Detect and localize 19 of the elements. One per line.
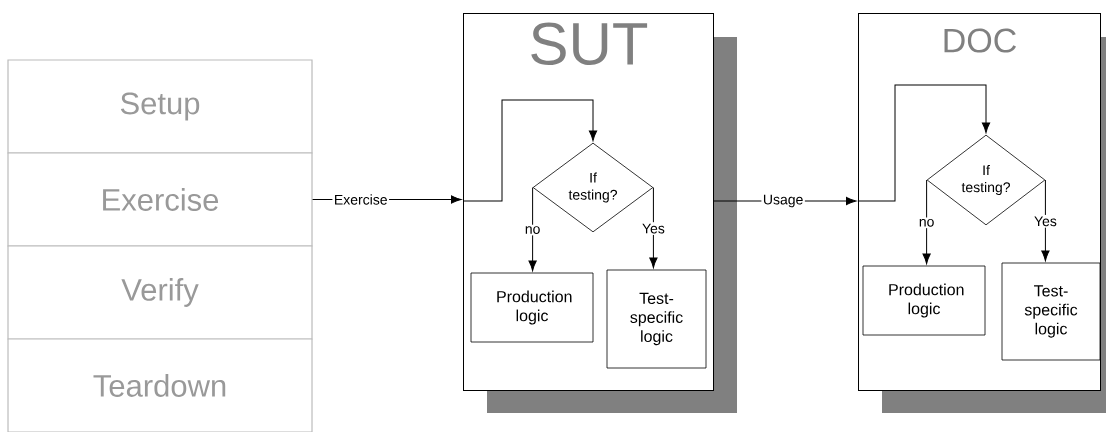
- phase-cell: Exercise: [7, 152, 313, 247]
- phase-cell: Teardown: [7, 338, 313, 432]
- edge-label: no: [917, 217, 936, 229]
- arrow: [462, 99, 598, 202]
- arrow: [1041, 179, 1050, 262]
- arrow: [857, 84, 991, 202]
- process-box: Test-specific logic: [1001, 262, 1101, 361]
- phase-cell: Verify: [7, 245, 313, 340]
- edge-label: Yes: [640, 222, 667, 235]
- process-box: Production logic: [862, 265, 986, 336]
- edge-label: no: [523, 224, 542, 236]
- phase-cell: Setup: [7, 59, 313, 154]
- process-box: Test-specific logic: [606, 269, 707, 369]
- arrow: [922, 179, 931, 265]
- arrow: [528, 187, 537, 272]
- edge-label: Exercise: [332, 192, 390, 207]
- edge-label: Usage: [761, 193, 805, 209]
- arrow: [649, 187, 658, 269]
- process-box: Production logic: [470, 272, 594, 343]
